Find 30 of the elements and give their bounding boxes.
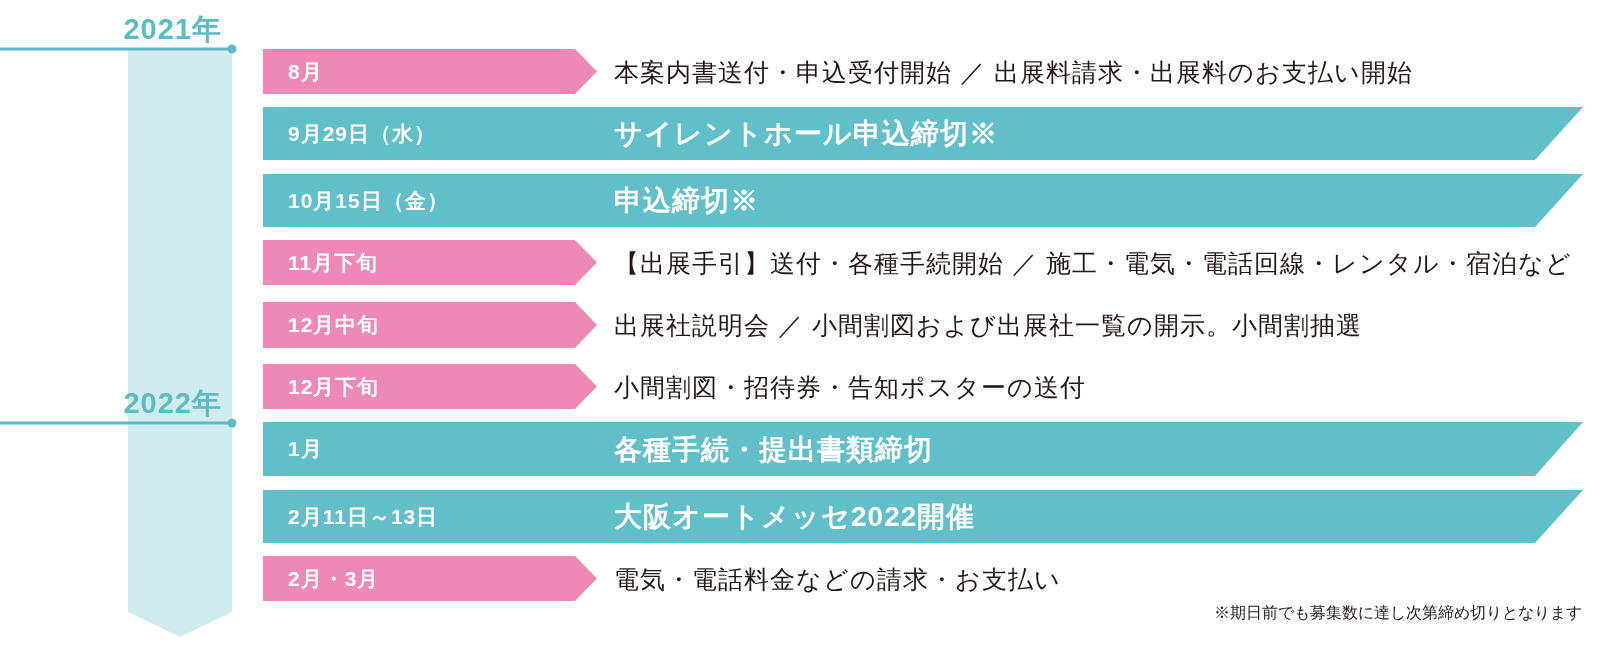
date-label: 2月・3月 <box>288 566 380 592</box>
description-text: 電気・電話料金などの請求・お支払い <box>614 564 1061 594</box>
date-label: 1月 <box>288 436 323 462</box>
footnote: ※期日前でも募集数に達し次第締め切りとなります <box>1214 603 1582 623</box>
date-label: 10月15日（金） <box>288 188 449 214</box>
date-label: 11月下旬 <box>288 250 379 276</box>
year-label: 2021年 <box>123 12 222 46</box>
arrow-tag <box>263 49 597 94</box>
year-label: 2022年 <box>123 386 222 420</box>
description-text: 【出展手引】送付・各種手続開始 ／ 施工・電気・電話回線・レンタル・宿泊など <box>614 248 1572 278</box>
arrow-tag <box>263 556 597 601</box>
date-label: 9月29日（水） <box>288 121 437 147</box>
event-title: サイレントホール申込締切※ <box>614 117 998 151</box>
description-text: 小間割図・招待券・告知ポスターの送付 <box>614 372 1086 402</box>
event-title: 各種手続・提出書類締切 <box>614 433 933 467</box>
event-banner <box>263 490 1583 543</box>
arrow-tag <box>263 240 597 285</box>
date-label: 8月 <box>288 59 323 85</box>
event-title: 大阪オートメッセ2022開催 <box>614 500 976 534</box>
arrow-tag <box>263 302 597 348</box>
date-label: 12月下旬 <box>288 374 380 400</box>
description-text: 本案内書送付・申込受付開始 ／ 出展料請求・出展料のお支払い開始 <box>614 57 1413 87</box>
date-label: 12月中旬 <box>288 312 380 338</box>
event-banner <box>263 422 1583 476</box>
event-banner <box>263 107 1583 160</box>
date-label: 2月11日～13日 <box>288 504 439 530</box>
arrow-tag <box>263 364 597 409</box>
description-text: 出展社説明会 ／ 小間割図および出展社一覧の開示。小間割抽選 <box>614 310 1362 340</box>
event-banner <box>263 174 1583 227</box>
event-title: 申込締切※ <box>614 184 759 218</box>
